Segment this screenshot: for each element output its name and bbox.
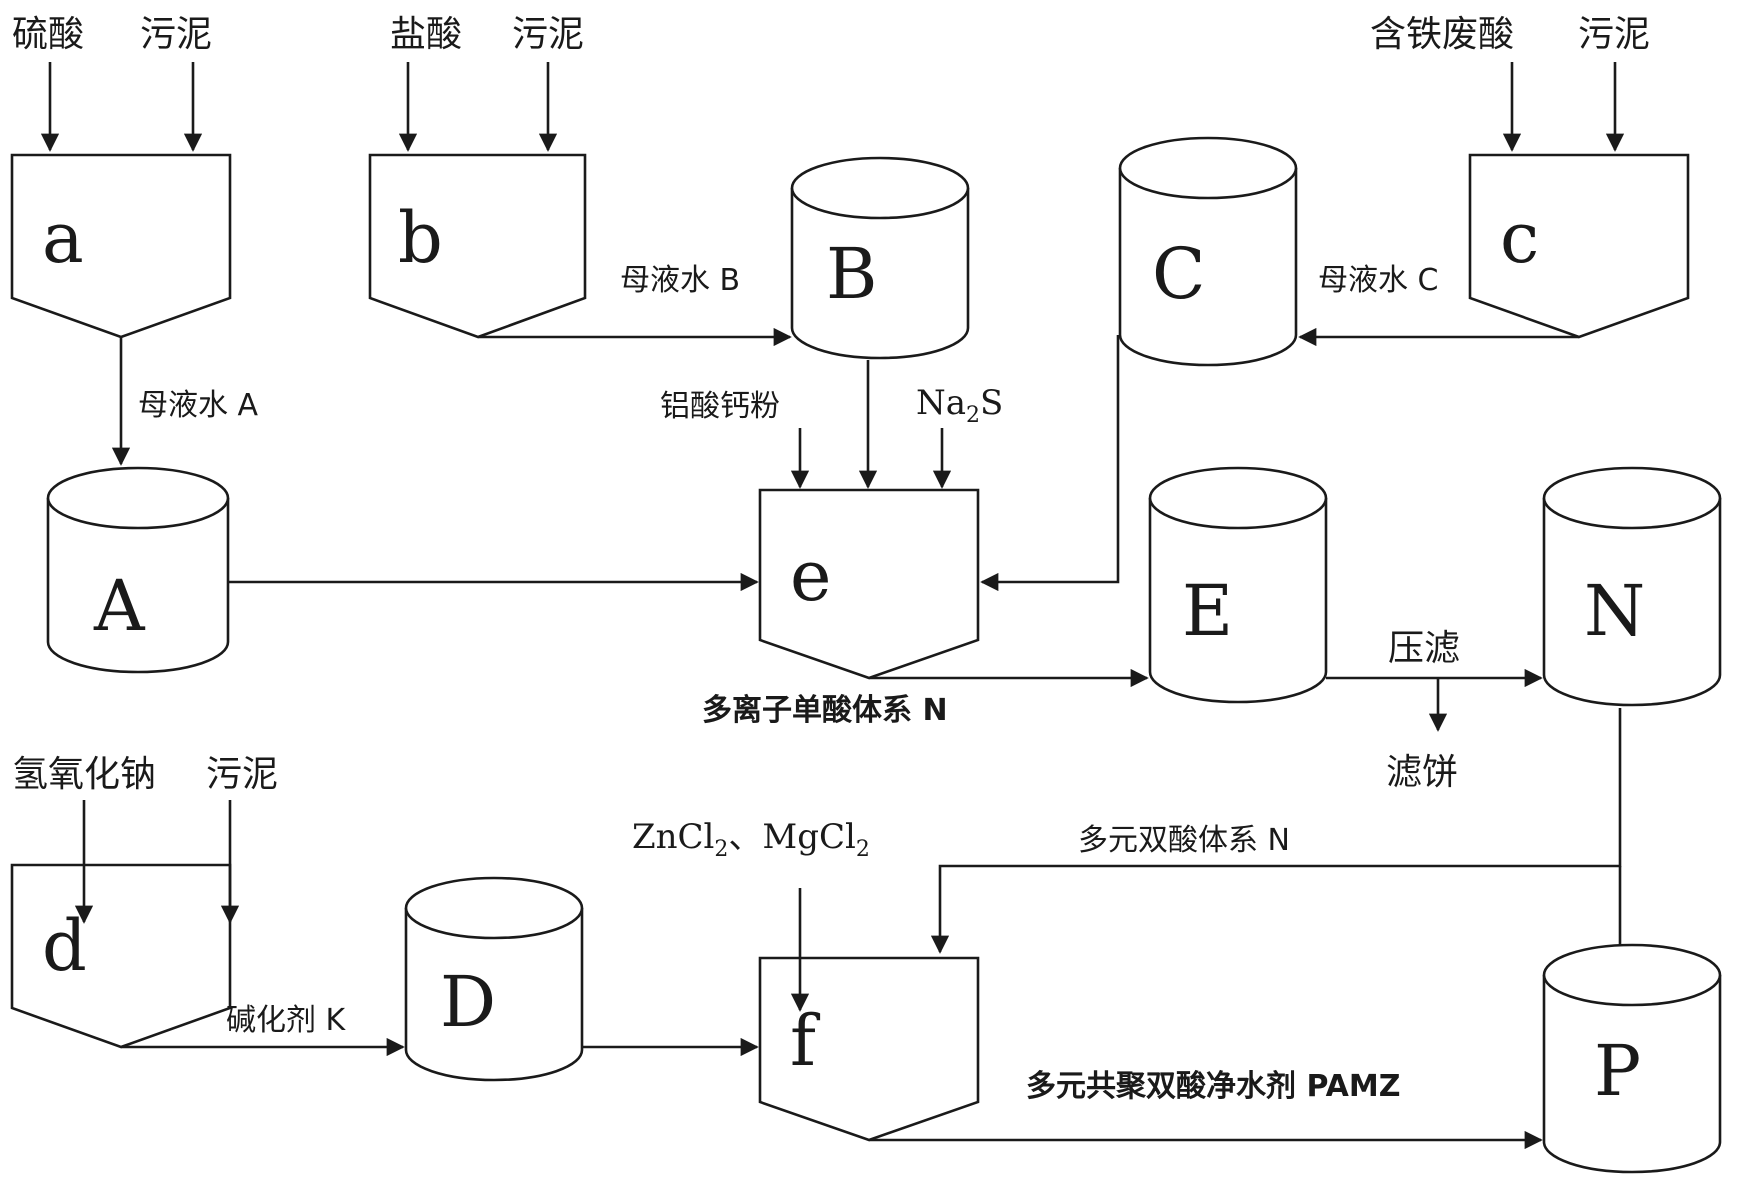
- input-sodium-hydroxide: 氢氧化钠: [12, 754, 156, 795]
- tank-C-label: C: [1152, 233, 1206, 315]
- reactor-e-label: e: [790, 535, 831, 617]
- tank-B-label: B: [826, 233, 877, 315]
- tank-B: [790, 156, 970, 360]
- label-mother-liquor-c: 母液水 C: [1318, 263, 1438, 298]
- input-sulfuric-acid: 硫酸: [12, 14, 84, 55]
- tank-P: [1542, 943, 1722, 1174]
- input-sludge-b: 污泥: [512, 14, 584, 55]
- tank-C: [1118, 136, 1298, 367]
- label-product: 多元共聚双酸净水剂 PAMZ: [1026, 1069, 1401, 1104]
- label-multi-double-acid: 多元双酸体系 N: [1078, 823, 1290, 858]
- flow-N-to-f: [930, 708, 1622, 954]
- reactor-c-label: c: [1500, 197, 1539, 279]
- input-na2s: Na2S: [916, 383, 1003, 428]
- reactor-d-label: d: [42, 905, 87, 987]
- tank-A-label: A: [93, 565, 146, 647]
- label-multi-ion-single-acid: 多离子单酸体系 N: [702, 693, 948, 728]
- tank-A: [46, 466, 230, 674]
- input-calcium-aluminate: 铝酸钙粉: [660, 389, 780, 424]
- label-alkalizer: 碱化剂 K: [226, 1003, 347, 1038]
- reactor-e: [758, 488, 980, 680]
- tank-D: [404, 876, 584, 1082]
- label-filter-cake: 滤饼: [1386, 752, 1458, 793]
- input-zncl2-mgcl2: ZnCl2、MgCl2: [632, 817, 870, 862]
- reactor-f: [758, 956, 980, 1142]
- reactor-b-label: b: [398, 197, 443, 279]
- tank-N: [1542, 466, 1722, 707]
- input-iron-waste-acid: 含铁废酸: [1370, 14, 1514, 55]
- input-sludge-a: 污泥: [140, 14, 212, 55]
- reactor-d: [10, 863, 232, 1049]
- tank-P-label: P: [1594, 1030, 1641, 1112]
- label-mother-liquor-b: 母液水 B: [620, 263, 740, 298]
- tank-E-label: E: [1182, 570, 1233, 652]
- label-press-filter: 压滤: [1388, 628, 1460, 669]
- tank-E: [1148, 466, 1328, 704]
- input-sludge-c: 污泥: [1578, 14, 1650, 55]
- reactor-a: [10, 153, 232, 339]
- flow-C-to-e: [980, 335, 1120, 592]
- reactor-c: [1468, 153, 1690, 339]
- label-mother-liquor-a: 母液水 A: [138, 388, 259, 423]
- reactor-f-label: f: [790, 1000, 821, 1082]
- tank-D-label: D: [440, 961, 496, 1043]
- input-hydrochloric-acid: 盐酸: [390, 14, 462, 55]
- reactor-b: [368, 153, 587, 339]
- reactor-a-label: a: [42, 197, 84, 279]
- tank-N-label: N: [1584, 570, 1645, 652]
- input-sludge-d: 污泥: [206, 754, 278, 795]
